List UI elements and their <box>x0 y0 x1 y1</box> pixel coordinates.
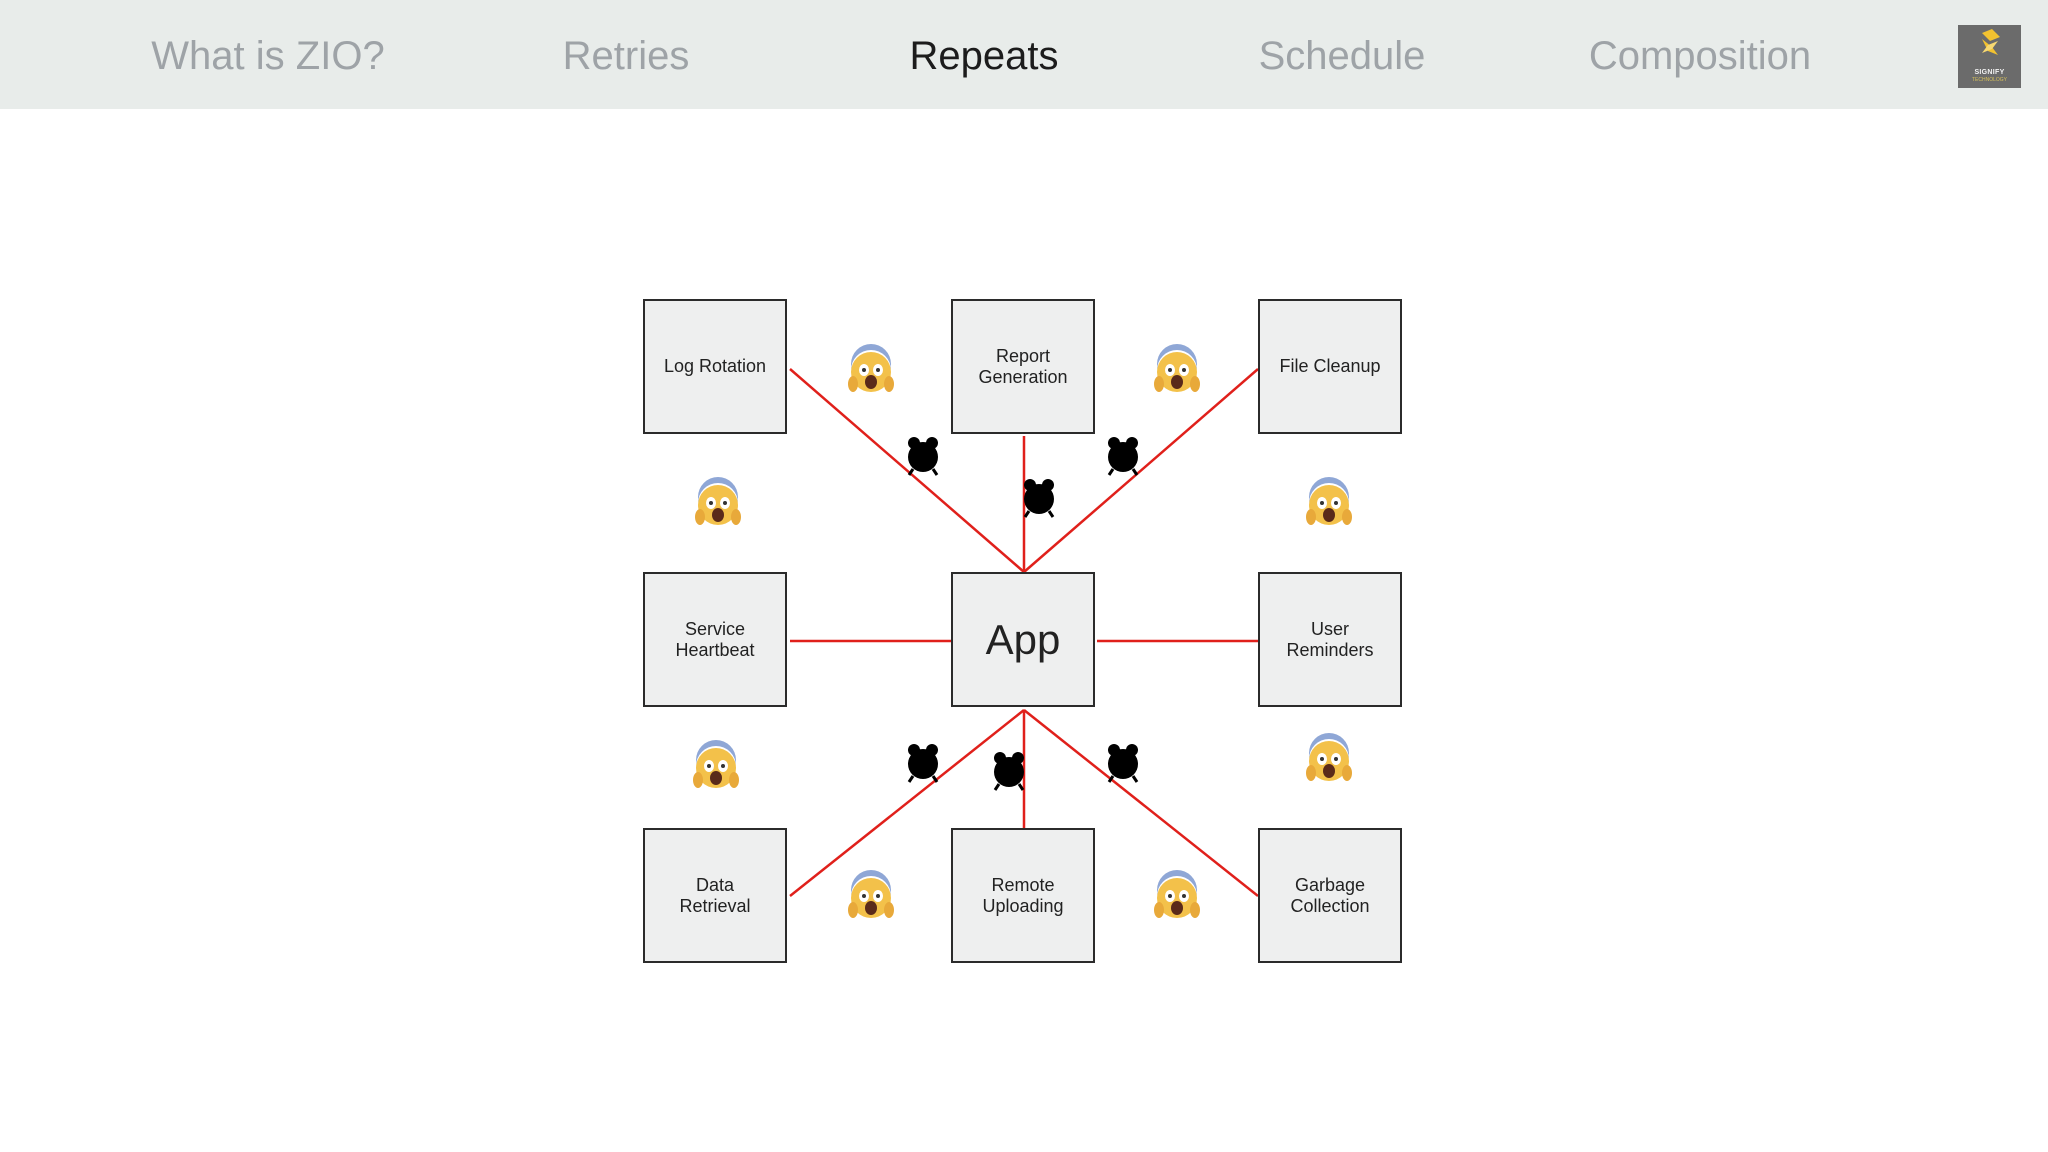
tab-schedule[interactable]: Schedule <box>1258 34 1426 78</box>
tab-retries[interactable]: Retries <box>562 34 690 78</box>
screaming-face-icon <box>1154 870 1200 918</box>
screaming-face-icon <box>1306 733 1352 781</box>
screaming-face-icon <box>848 344 894 392</box>
task-label: Service Heartbeat <box>675 618 755 660</box>
app-label: App <box>985 615 1061 663</box>
connector-garbage-collection <box>1023 709 1259 897</box>
screaming-face-icon <box>1154 344 1200 392</box>
screaming-face-icon <box>695 477 741 525</box>
task-label: Data Retrieval <box>679 874 751 916</box>
logo-text: SIGNIFY <box>1974 69 2005 76</box>
alarm-clock-icon <box>1107 437 1139 476</box>
alarm-clock-icon <box>1023 479 1055 518</box>
task-box-log-rotation: Log Rotation <box>643 299 787 434</box>
task-label: Garbage Collection <box>1290 874 1370 916</box>
alarm-clock-icon <box>907 437 939 476</box>
task-box-service-heartbeat: Service Heartbeat <box>643 572 787 707</box>
signify-s-icon <box>1982 29 2000 55</box>
tab-what-is-zio[interactable]: What is ZIO? <box>151 34 385 78</box>
task-label: Log Rotation <box>663 356 767 376</box>
task-box-user-reminders: User Reminders <box>1258 572 1402 707</box>
task-box-garbage-collection: Garbage Collection <box>1258 828 1402 963</box>
alarm-clock-icon <box>993 752 1025 791</box>
task-box-data-retrieval: Data Retrieval <box>643 828 787 963</box>
top-navigation-bar: What is ZIO? Retries Repeats Schedule Co… <box>0 0 2048 109</box>
task-label: User Reminders <box>1286 618 1374 660</box>
tab-composition[interactable]: Composition <box>1588 34 1812 78</box>
signify-logo: SIGNIFY TECHNOLOGY <box>1958 25 2021 88</box>
alarm-clock-icon <box>907 744 939 783</box>
task-box-remote-uploading: Remote Uploading <box>951 828 1095 963</box>
alarm-clock-icon <box>1107 744 1139 783</box>
logo-subtext: TECHNOLOGY <box>1971 77 2007 83</box>
connector-data-retrieval <box>789 709 1025 897</box>
task-box-report-generation: Report Generation <box>951 299 1095 434</box>
connector-file-cleanup <box>1023 368 1259 573</box>
tab-repeats[interactable]: Repeats <box>909 34 1059 78</box>
task-label: Remote Uploading <box>982 874 1064 916</box>
screaming-face-icon <box>693 740 739 788</box>
connector-log-rotation <box>789 368 1025 573</box>
screaming-face-icon <box>1306 477 1352 525</box>
screaming-face-icon <box>848 870 894 918</box>
task-label: Report Generation <box>978 345 1068 387</box>
app-box: App <box>951 572 1095 707</box>
task-box-file-cleanup: File Cleanup <box>1258 299 1402 434</box>
task-label: File Cleanup <box>1279 356 1381 376</box>
